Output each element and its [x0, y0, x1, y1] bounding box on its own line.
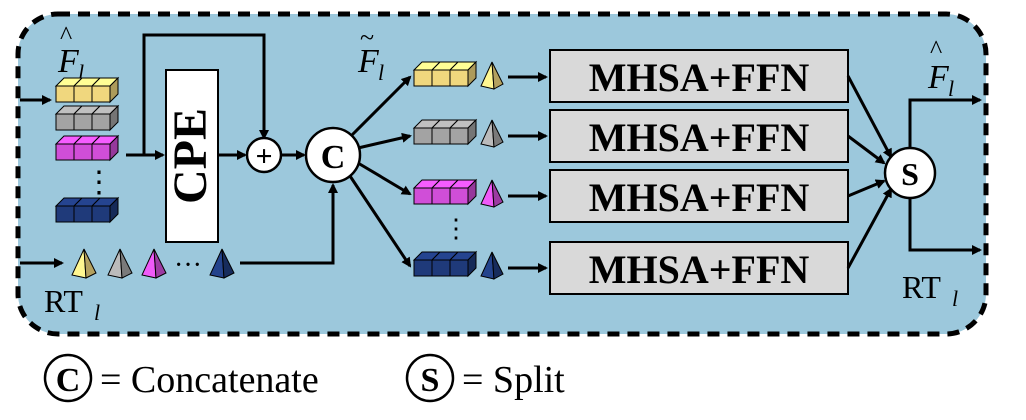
f-token-navy — [54, 196, 120, 224]
branch-4-cubes — [412, 250, 478, 278]
branch-1-pyramid — [480, 61, 504, 90]
skip-connection — [142, 33, 269, 155]
svg-text:F: F — [57, 43, 80, 80]
f-token-magenta — [54, 134, 120, 162]
cpe-label: CPE — [164, 108, 217, 204]
svg-text:^: ^ — [60, 21, 72, 50]
mid-ellipsis: ⋮ — [443, 214, 469, 243]
branch-3-cubes — [412, 178, 478, 206]
branch-2-pyramid — [480, 119, 504, 148]
branch-3-pyramid — [480, 179, 504, 208]
svg-text:= Concatenate: = Concatenate — [100, 359, 319, 401]
branch-4-pyramid — [480, 251, 504, 280]
branch-1-cubes — [412, 60, 478, 88]
svg-text:~: ~ — [360, 23, 374, 52]
f-output-arrow — [908, 95, 982, 148]
concat-node — [304, 126, 362, 184]
rt-token-gray — [107, 248, 133, 279]
svg-text:MHSA+FFN: MHSA+FFN — [589, 55, 810, 100]
cpe-box — [165, 69, 219, 243]
legend-split: S = Split — [405, 353, 565, 403]
svg-text:^: ^ — [930, 35, 942, 64]
svg-text:S: S — [901, 156, 919, 192]
svg-text:l: l — [378, 60, 384, 85]
mhsa-ffn-block-4: MHSA+FFN — [549, 241, 849, 295]
rt-output-arrow — [908, 198, 982, 255]
svg-text:F: F — [357, 43, 380, 80]
svg-text:= Split: = Split — [462, 359, 565, 401]
rt-token-navy — [209, 248, 235, 279]
input-token-stacks — [54, 76, 120, 224]
svg-text:C: C — [321, 139, 346, 176]
svg-text:C: C — [56, 362, 81, 399]
svg-text:+: + — [255, 140, 272, 173]
svg-text:l: l — [78, 60, 84, 85]
svg-text:RT: RT — [44, 283, 83, 319]
svg-text:F: F — [927, 59, 950, 96]
f-hat-output-label: F l ^ — [927, 35, 954, 101]
rt-input-label: RT l — [44, 283, 100, 325]
svg-text:MHSA+FFN: MHSA+FFN — [589, 115, 810, 160]
rt-token-magenta — [141, 248, 167, 279]
rt-token-row — [71, 248, 235, 279]
legend-concatenate: C = Concatenate — [43, 353, 319, 403]
left-ellipsis: ⋮ — [84, 166, 114, 199]
svg-text:RT: RT — [902, 269, 941, 305]
rt-ellipsis: ··· — [174, 250, 202, 281]
svg-text:S: S — [421, 362, 440, 399]
rt-output-label: RT l — [902, 269, 958, 311]
svg-text:l: l — [952, 286, 958, 311]
svg-text:l: l — [94, 300, 100, 325]
mhsa-ffn-block-2: MHSA+FFN — [549, 109, 849, 163]
f-token-yellow — [54, 76, 120, 104]
svg-text:MHSA+FFN: MHSA+FFN — [589, 247, 810, 292]
branch-2-cubes — [412, 118, 478, 146]
f-tilde-label: F l ~ — [357, 23, 384, 85]
f-hat-input-label: F l ^ — [57, 21, 84, 85]
svg-text:MHSA+FFN: MHSA+FFN — [589, 175, 810, 220]
branch-token-groups — [412, 60, 504, 280]
f-token-gray — [54, 104, 120, 132]
mhsa-ffn-block-1: MHSA+FFN — [549, 49, 849, 103]
svg-text:l: l — [948, 76, 954, 101]
mhsa-ffn-block-3: MHSA+FFN — [549, 169, 849, 223]
rt-token-yellow — [71, 248, 97, 279]
